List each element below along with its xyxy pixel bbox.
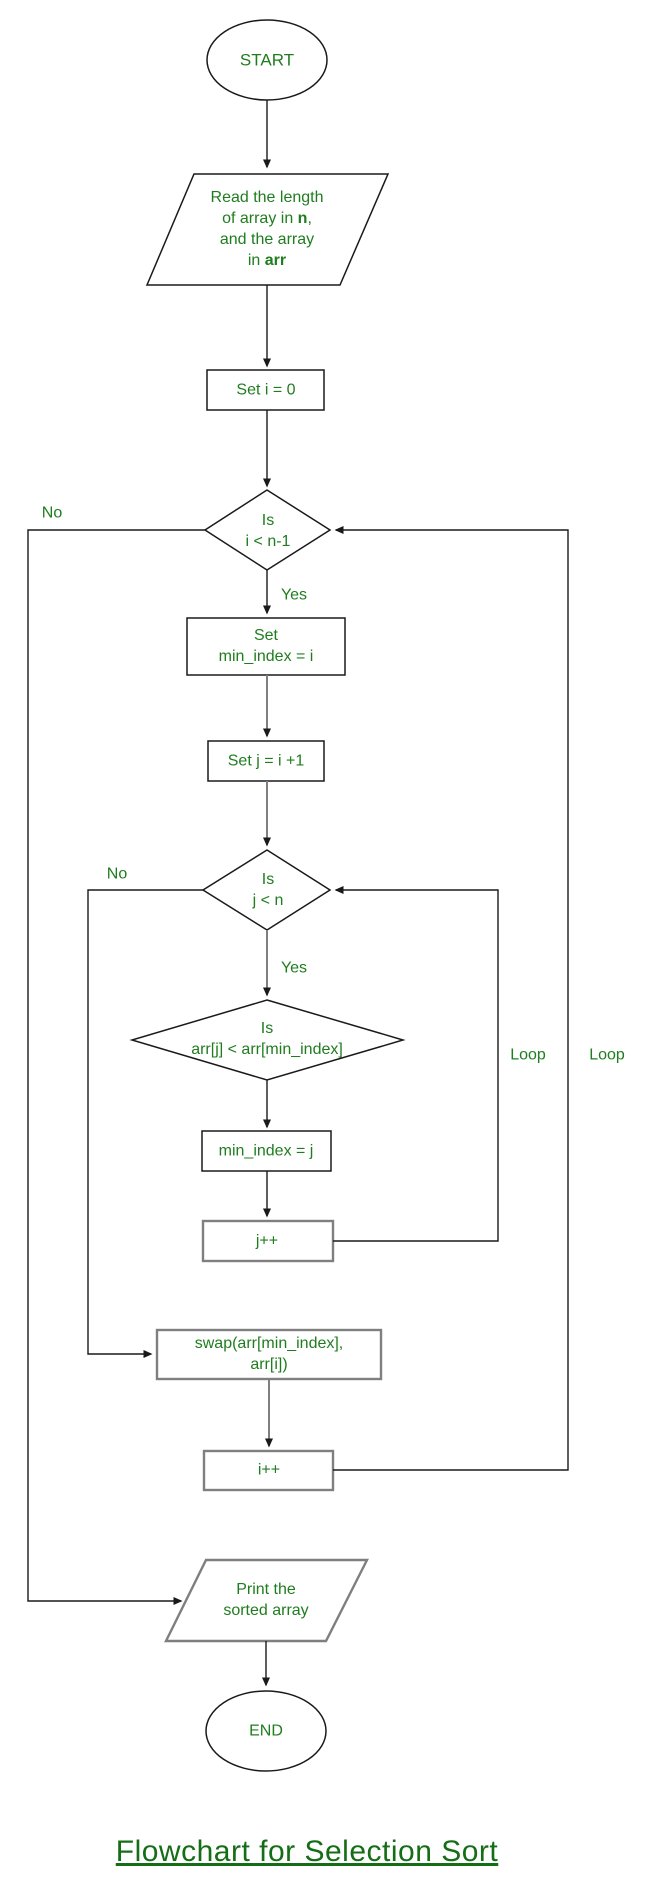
read-input-parallelogram <box>145 173 390 286</box>
edge-label-loop-outer: Loop <box>589 1046 625 1064</box>
cond-inner-label: Is j < n <box>252 871 284 909</box>
set-i-rect <box>206 369 325 411</box>
set-i-label: Set i = 0 <box>236 381 296 399</box>
cond-outer-label: Is i < n-1 <box>245 512 291 550</box>
edge-outer-loop <box>333 526 569 1471</box>
caption-link[interactable]: Flowchart for Selection Sort <box>115 1835 499 1868</box>
swap-label: swap(arr[min_index], arr[i]) <box>194 1335 344 1373</box>
set-min-index-label: Set min_index = i <box>218 627 314 665</box>
inc-i-label: i++ <box>257 1461 281 1479</box>
print-label: Print the sorted array <box>223 1581 309 1619</box>
end-label: END <box>249 1722 283 1740</box>
inc-j-label: j++ <box>255 1232 279 1250</box>
set-j-label: Set j = i +1 <box>227 752 305 770</box>
edge-cond-inner-no <box>87 889 203 1358</box>
edge-label-loop-inner: Loop <box>510 1046 546 1064</box>
inc-j-rect <box>201 1219 335 1263</box>
print-parallelogram <box>164 1558 369 1643</box>
edge-label-yes-outer: Yes <box>280 586 308 604</box>
edge-label-no-inner: No <box>106 865 128 883</box>
set-j-rect <box>207 740 325 782</box>
assign-min-index-rect <box>201 1130 332 1172</box>
edge-label-no-outer: No <box>41 504 63 522</box>
inc-i-rect <box>202 1449 335 1492</box>
read-input-label: Read the length of array in n, and the a… <box>210 189 324 269</box>
edge-cond-outer-no <box>27 529 205 1605</box>
cond-compare-label: Is arr[j] < arr[min_index] <box>191 1020 343 1058</box>
start-label: START <box>239 50 295 70</box>
edge-inner-loop <box>333 886 499 1242</box>
end-terminal-ellipse <box>205 1690 327 1772</box>
edge-label-yes-inner: Yes <box>280 959 308 977</box>
assign-min-index-label: min_index = j <box>218 1142 314 1160</box>
